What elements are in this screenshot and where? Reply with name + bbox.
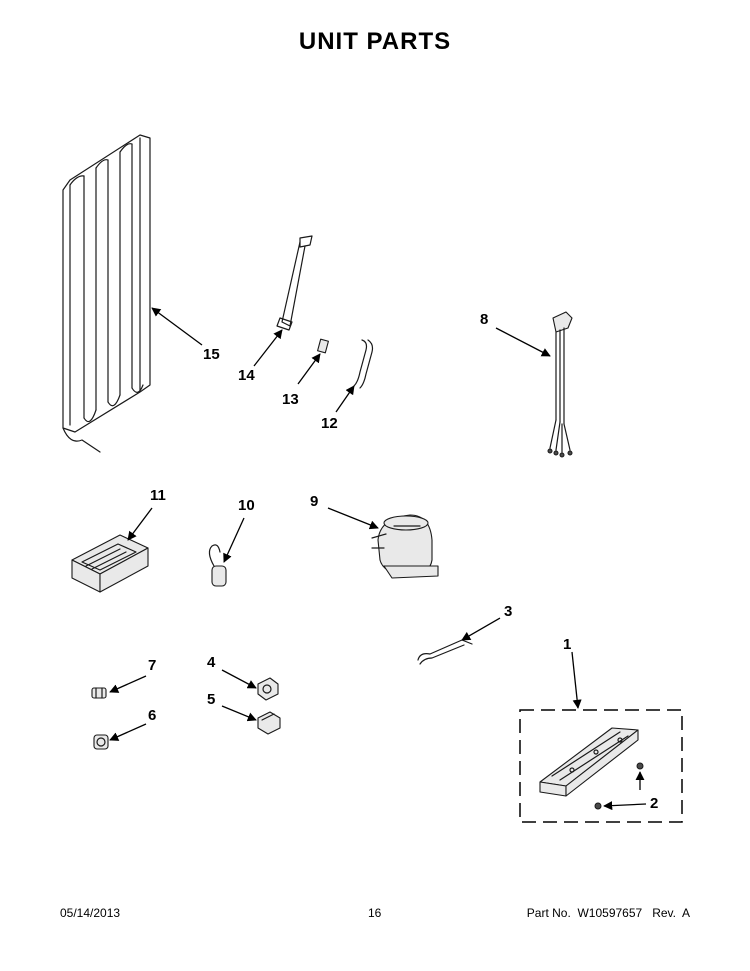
condenser-coil-illustration — [62, 134, 151, 453]
callout-9: 9 — [310, 493, 319, 510]
leader-7 — [109, 675, 147, 693]
leader-14 — [253, 329, 283, 367]
bracket-assembly-illustration — [519, 709, 683, 823]
footer-date: 05/14/2013 — [60, 906, 121, 920]
callout-5: 5 — [207, 691, 216, 708]
leader-13 — [297, 353, 321, 385]
callout-13: 13 — [282, 391, 299, 408]
drain-tube-illustration — [276, 235, 313, 331]
grommet-illustration — [93, 734, 109, 750]
mount-illustration — [257, 677, 279, 701]
callout-2: 2 — [650, 795, 659, 812]
callout-11: 11 — [150, 487, 166, 504]
compressor-illustration — [371, 514, 439, 579]
callout-12: 12 — [321, 415, 338, 432]
leader-4 — [221, 669, 257, 689]
callout-leader-lines — [109, 307, 647, 811]
footer-page-number: 16 — [368, 906, 382, 920]
callout-10: 10 — [238, 497, 255, 514]
callout-1: 1 — [563, 636, 572, 653]
callout-8: 8 — [480, 311, 489, 328]
leader-3 — [461, 617, 501, 641]
clip-illustration — [91, 687, 107, 699]
fitting-illustration — [317, 338, 329, 354]
footer-part-number: Part No. W10597657 Rev. A — [526, 906, 690, 920]
wire-harness-illustration — [547, 311, 573, 458]
leader-8 — [495, 327, 551, 357]
leader-2 — [603, 801, 647, 811]
page-title: UNIT PARTS — [298, 28, 452, 55]
leader-15 — [151, 307, 203, 346]
callout-14: 14 — [238, 367, 255, 384]
callout-4: 4 — [207, 654, 216, 671]
leader-10 — [223, 517, 245, 563]
hose-illustration — [353, 339, 374, 389]
capacitor-illustration — [208, 544, 227, 587]
drain-pan-illustration — [71, 534, 149, 593]
leader-1 — [571, 651, 582, 709]
capillary-tube-illustration — [417, 639, 473, 665]
callout-3: 3 — [504, 603, 513, 620]
leader-6 — [109, 723, 147, 741]
callout-7: 7 — [148, 657, 157, 674]
screw-illustration — [594, 762, 644, 810]
leader-11 — [127, 507, 153, 541]
leader-5 — [221, 705, 257, 722]
leader-9 — [327, 507, 379, 530]
mount-block-illustration — [257, 711, 281, 735]
leader-12 — [335, 385, 355, 413]
callout-6: 6 — [148, 707, 157, 724]
callout-15: 15 — [203, 346, 220, 363]
